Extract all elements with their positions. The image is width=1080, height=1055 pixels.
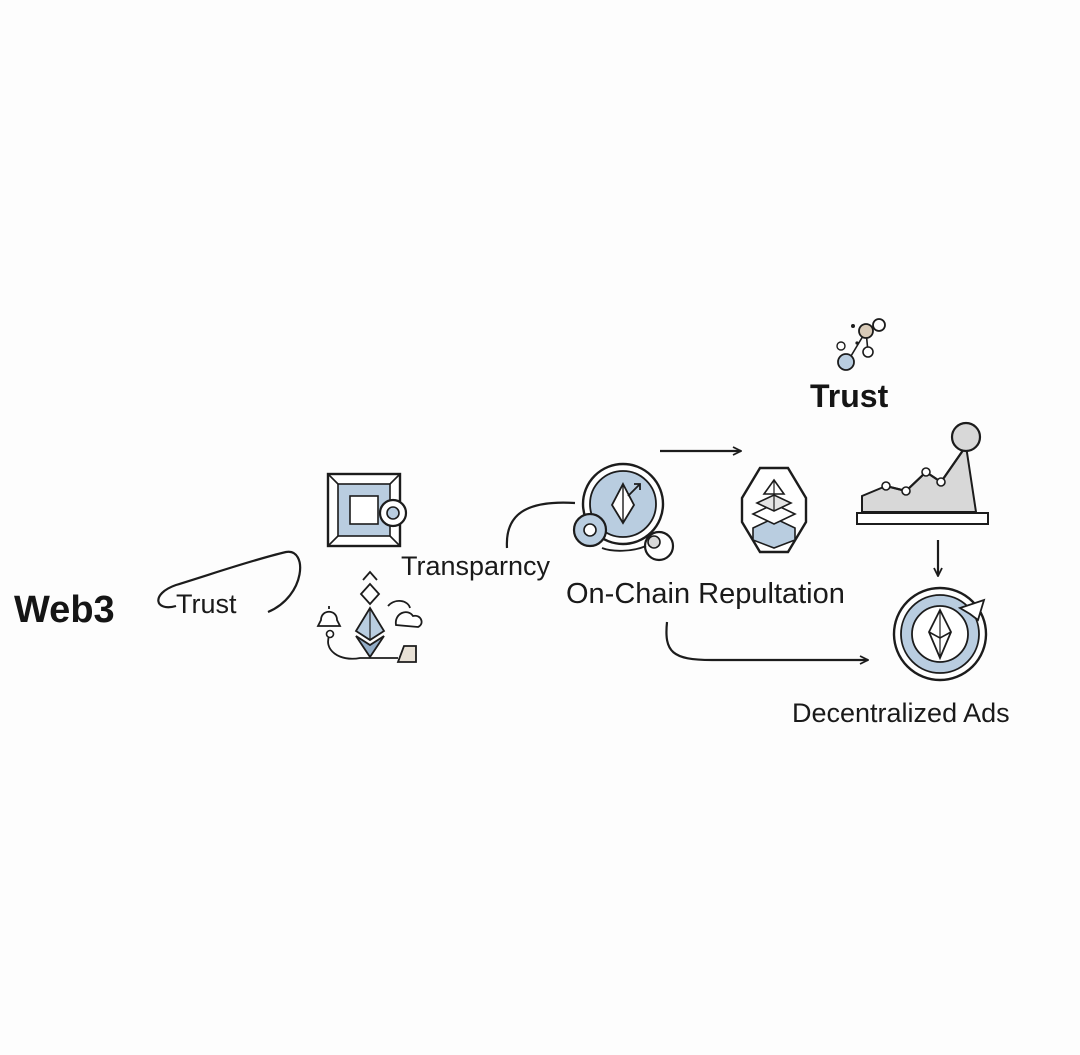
- refresh-ethereum-icon: [892, 586, 988, 682]
- connector-transparency-to-coin: [505, 501, 576, 549]
- arrow-reputation-to-ads: [665, 621, 868, 660]
- on-chain-reputation-label: On-Chain Repultation: [566, 578, 845, 610]
- ethereum-cluster-icon: [316, 570, 423, 663]
- layers-hexagon-icon: [740, 466, 808, 554]
- growth-chart-icon: [856, 421, 989, 525]
- ethereum-coin-icon: [572, 462, 675, 562]
- trust-heading: Trust: [810, 378, 889, 414]
- trust-label: Trust: [176, 589, 237, 619]
- loop-connector: [157, 550, 302, 614]
- framed-gear-icon: [326, 472, 408, 548]
- decentralized-ads-label: Decentralized Ads: [792, 698, 1010, 728]
- web3-label: Web3: [14, 589, 115, 631]
- transparency-label: Transparncy: [401, 551, 551, 581]
- molecule-icon: [836, 318, 886, 371]
